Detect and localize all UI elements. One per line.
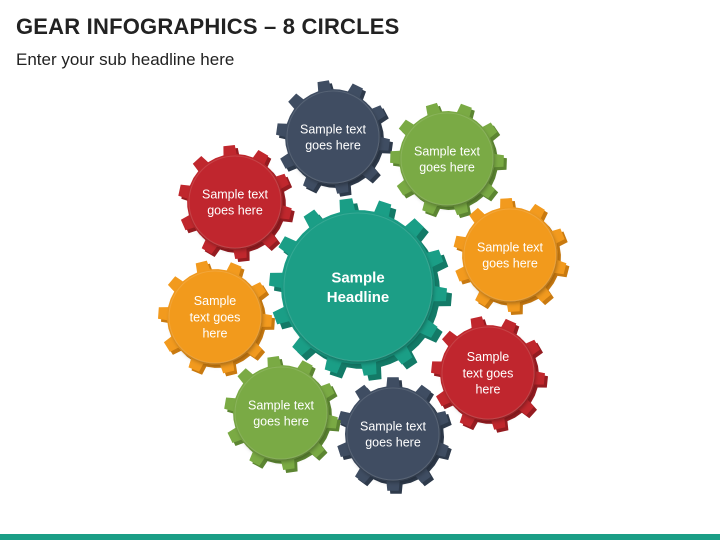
gear-top-right-label-line: Sample text bbox=[414, 144, 481, 158]
gear-center-label-line: Sample bbox=[331, 270, 384, 287]
gear-center-label-line: Headline bbox=[327, 289, 390, 306]
gear-left-disc bbox=[168, 270, 262, 364]
gear-center-disc bbox=[283, 212, 433, 362]
page-title: GEAR INFOGRAPHICS – 8 CIRCLES bbox=[16, 14, 400, 39]
gear-right-label-line: Sample text bbox=[477, 240, 544, 254]
gear-right-disc bbox=[463, 208, 557, 302]
gear-bottom-label: Sample text goes here bbox=[360, 419, 427, 449]
gear-bottom-right-label-line: Sample bbox=[467, 350, 509, 364]
gear-right-label-line: goes here bbox=[482, 257, 538, 271]
gear-left-label-line: text goes bbox=[190, 310, 241, 324]
gear-bottom-right: Sample text goes here bbox=[431, 316, 548, 433]
gear-left-label-line: Sample bbox=[194, 294, 236, 308]
gear-left-label-line: here bbox=[202, 327, 227, 341]
gear-top-left: Sample text goes here bbox=[178, 145, 295, 262]
gear-bottom-label-line: Sample text bbox=[360, 419, 427, 433]
gear-top-right-label-line: goes here bbox=[419, 161, 475, 175]
gear-top-left-label-line: goes here bbox=[207, 204, 263, 218]
bottom-accent-bar bbox=[0, 534, 720, 540]
gear-top-right: Sample text goes here bbox=[390, 102, 507, 219]
gear-bottom-right-label-line: text goes bbox=[463, 366, 514, 380]
gear-top-left-label: Sample text goes here bbox=[202, 187, 269, 217]
gear-top: Sample text goes here bbox=[276, 80, 393, 197]
gear-top-right-disc bbox=[400, 112, 494, 206]
gear-bottom: Sample text goes here bbox=[337, 377, 452, 494]
gear-bottom-right-label-line: here bbox=[475, 383, 500, 397]
gear-right: Sample text goes here bbox=[453, 198, 570, 315]
gear-bottom-left-disc bbox=[234, 366, 328, 460]
gear-bottom-left: Sample text goes here bbox=[224, 356, 341, 473]
gear-top-left-disc bbox=[188, 155, 282, 249]
gear-right-label: Sample text goes here bbox=[477, 240, 544, 270]
gear-bottom-left-label: Sample text goes here bbox=[248, 398, 315, 428]
gear-top-label-line: goes here bbox=[305, 139, 361, 153]
gear-bottom-left-label-line: goes here bbox=[253, 415, 309, 429]
gear-left: Sample text goes here bbox=[158, 260, 275, 377]
gear-bottom-right-label: Sample text goes here bbox=[463, 350, 514, 397]
gear-top-left-label-line: Sample text bbox=[202, 187, 269, 201]
gear-top-right-label: Sample text goes here bbox=[414, 144, 481, 174]
gear-bottom-left-label-line: Sample text bbox=[248, 398, 315, 412]
gear-bottom-disc bbox=[346, 387, 440, 481]
gear-bottom-label-line: goes here bbox=[365, 436, 421, 450]
gear-top-label: Sample text goes here bbox=[300, 122, 367, 152]
gear-top-disc bbox=[286, 90, 380, 184]
gear-top-label-line: Sample text bbox=[300, 122, 367, 136]
page-subtitle: Enter your sub headline here bbox=[16, 50, 235, 69]
gear-bottom-right-disc bbox=[441, 326, 535, 420]
gear-left-label: Sample text goes here bbox=[190, 294, 241, 341]
